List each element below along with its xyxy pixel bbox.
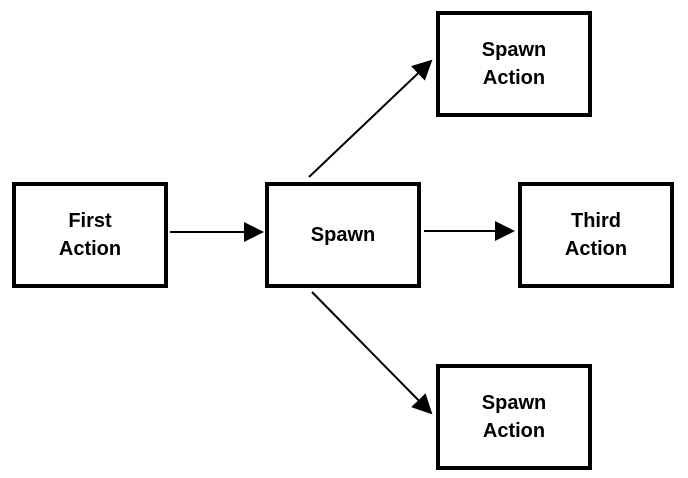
arrow-spawn-to-spawn-action-top [309,61,431,177]
node-spawn: Spawn [265,182,421,288]
node-spawn-label: Spawn [311,221,375,249]
arrow-spawn-to-spawn-action-bottom [312,292,431,413]
